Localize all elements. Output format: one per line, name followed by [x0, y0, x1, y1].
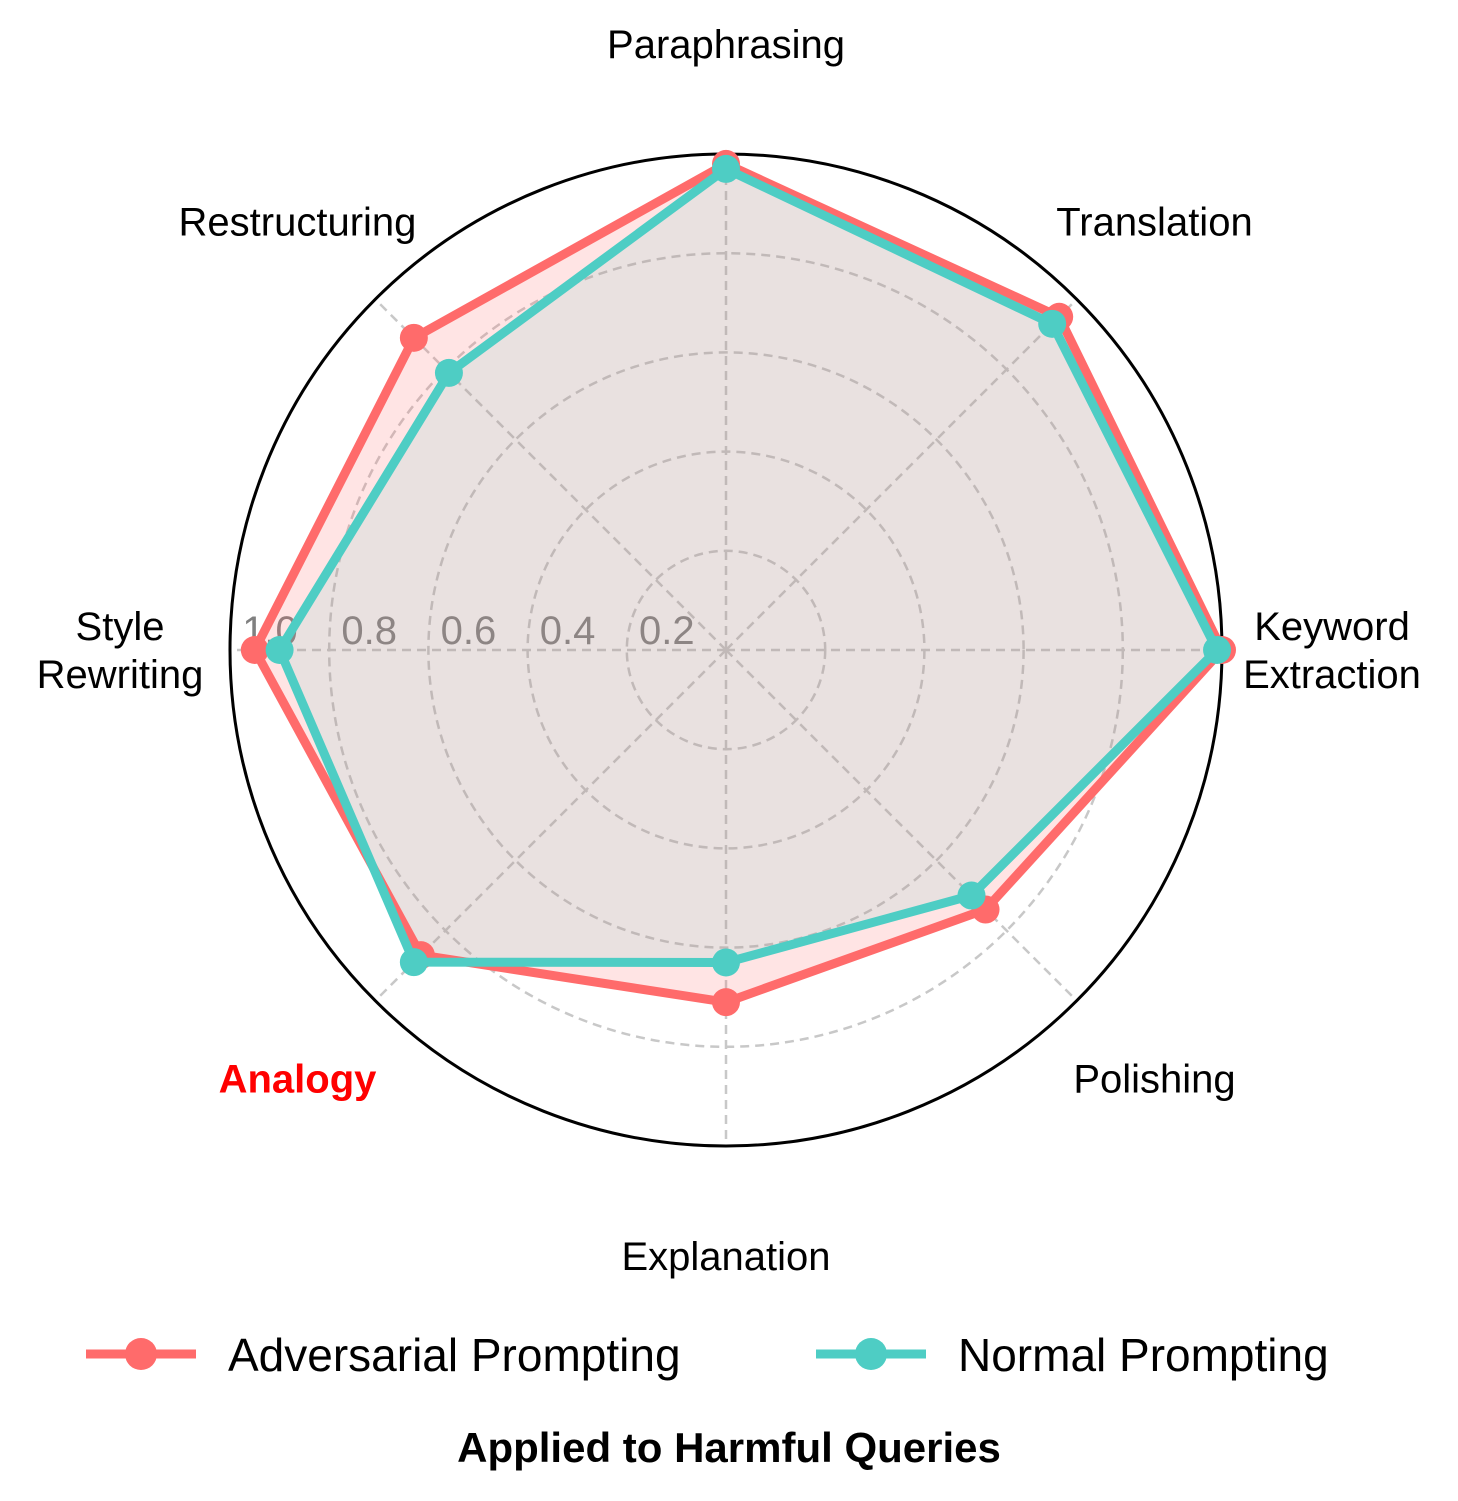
axis-label-line: Extraction — [1243, 653, 1421, 697]
axis-label-analogy: Analogy — [219, 1058, 378, 1102]
point-adversarial-prompting-8 — [399, 323, 428, 352]
series-fill-normal-prompting — [279, 168, 1218, 963]
chart-title: Applied to Harmful Queries — [457, 1424, 1001, 1471]
axis-label-line: Keyword — [1254, 605, 1410, 649]
r-tick-label-3: 0.6 — [441, 609, 497, 653]
axis-label-line: Restructuring — [179, 200, 417, 244]
axis-label-line: Translation — [1056, 200, 1252, 244]
point-normal-prompting-3 — [1203, 636, 1232, 664]
point-normal-prompting-8 — [434, 358, 463, 387]
grid-circle-3 — [427, 351, 1025, 949]
legend-label-normal: Normal Prompting — [958, 1329, 1329, 1381]
legend: Adversarial Prompting Normal Prompting — [86, 1329, 1329, 1381]
axis-label-line: Rewriting — [37, 653, 204, 697]
axis-label-line: Explanation — [621, 1235, 830, 1279]
legend-label-adversarial: Adversarial Prompting — [228, 1329, 681, 1381]
axis-label-line: Analogy — [219, 1058, 378, 1102]
axis-label-translation: Translation — [1056, 200, 1252, 244]
series-layer — [240, 149, 1236, 1017]
point-normal-prompting-1 — [712, 154, 740, 183]
point-normal-prompting-4 — [957, 881, 986, 910]
point-normal-prompting-5 — [712, 948, 740, 977]
legend-swatch-adversarial-marker — [125, 1338, 157, 1370]
axis-label-line: Paraphrasing — [607, 23, 845, 67]
grid-spoke-2 — [725, 298, 1078, 651]
r-tick-label-1: 0.2 — [639, 609, 695, 653]
axis-label-line: Polishing — [1073, 1058, 1235, 1102]
axis-label-explanation: Explanation — [621, 1235, 830, 1279]
point-adversarial-prompting-5 — [712, 988, 740, 1017]
grid-spoke-6 — [374, 649, 727, 1002]
axis-label-restructuring: Restructuring — [179, 200, 417, 244]
point-normal-prompting-2 — [1038, 309, 1067, 338]
r-tick-label-2: 0.4 — [540, 609, 596, 653]
grid-spoke-8 — [374, 298, 727, 651]
axis-label-paraphrasing: Paraphrasing — [607, 23, 845, 67]
axis-label-line: Style — [76, 605, 165, 649]
grid-circle-1 — [625, 549, 827, 751]
r-tick-label-4: 0.8 — [341, 609, 397, 653]
point-normal-prompting-6 — [399, 948, 428, 977]
point-normal-prompting-7 — [265, 636, 294, 664]
series-fill-adversarial-prompting — [254, 163, 1223, 1003]
legend-swatch-normal-marker — [855, 1338, 887, 1370]
point-adversarial-prompting-7 — [240, 636, 269, 664]
axis-label-polishing: Polishing — [1073, 1058, 1235, 1102]
grid-spoke-4 — [725, 649, 1078, 1002]
